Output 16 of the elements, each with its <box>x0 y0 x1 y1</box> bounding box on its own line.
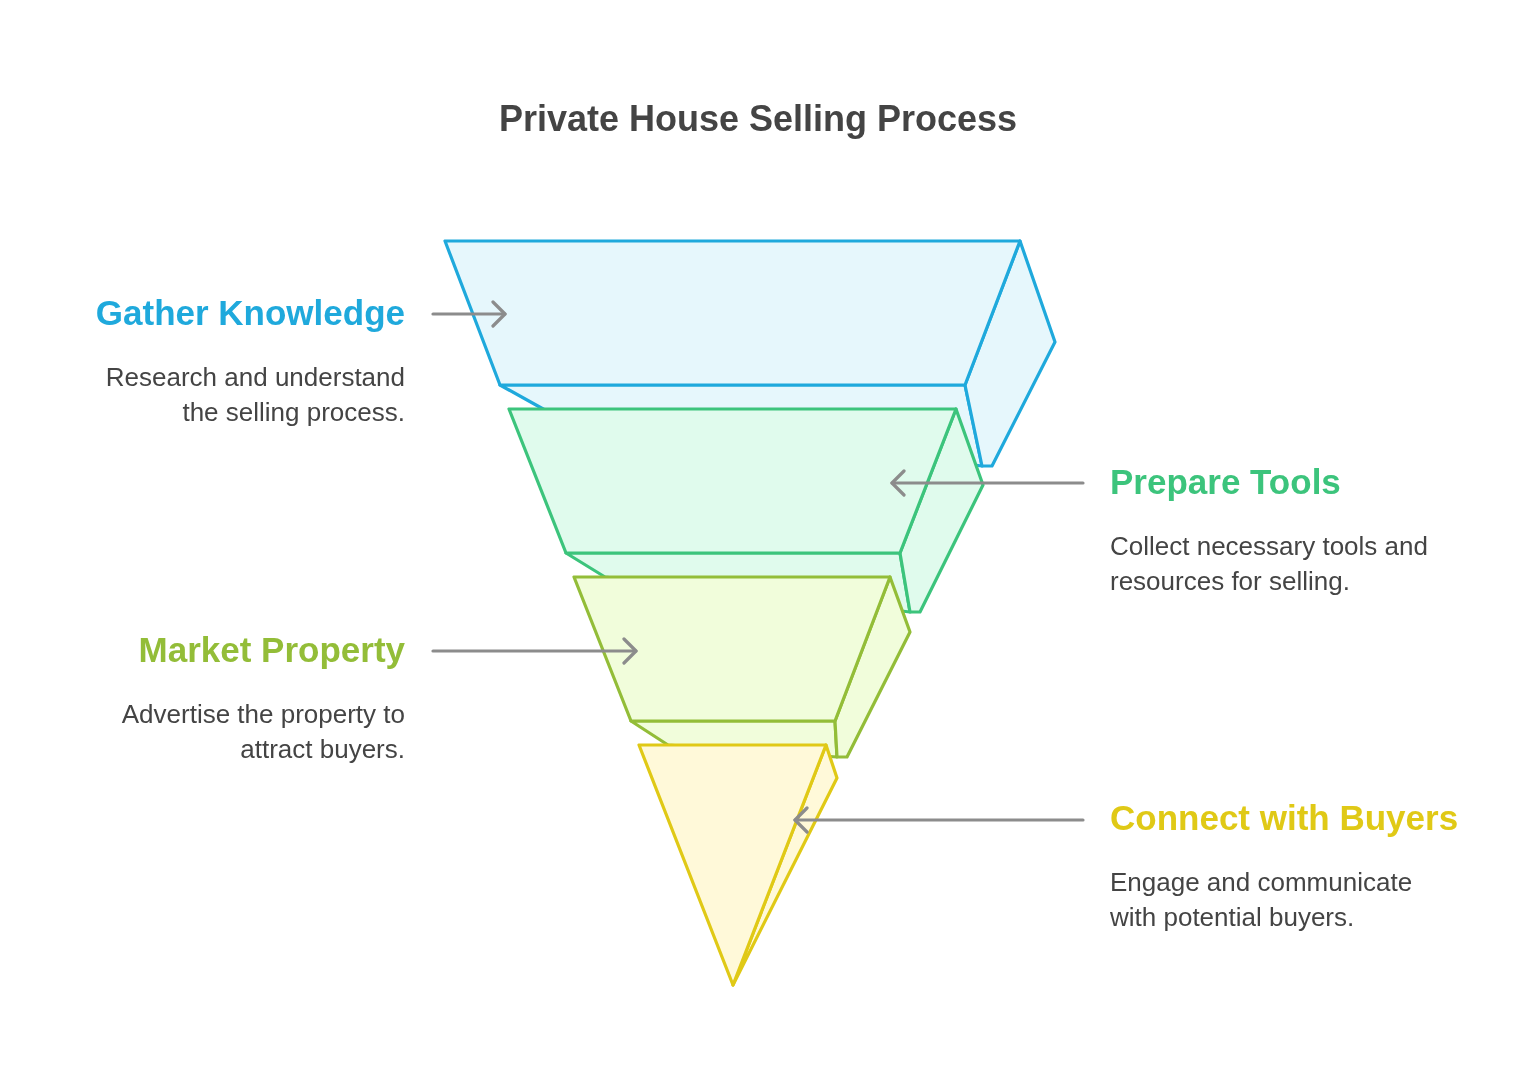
diagram-title: Private House Selling Process <box>498 98 1018 140</box>
step-heading: Connect with Buyers <box>1110 797 1459 839</box>
step-description: Research and understand the selling process. <box>104 361 405 429</box>
funnel-layer <box>506 406 986 615</box>
arrow <box>793 806 1085 834</box>
arrow <box>890 469 1085 497</box>
step-description: Engage and communicate with potential buyers. <box>1110 866 1414 934</box>
step-heading: Market Property <box>137 629 405 671</box>
arrow <box>431 300 507 328</box>
step-description: Advertise the property to attract buyers. <box>120 698 405 766</box>
step-heading: Gather Knowledge <box>94 292 405 334</box>
step-heading: Prepare Tools <box>1110 461 1342 503</box>
funnel-tip <box>636 742 840 988</box>
funnel-layer <box>571 574 913 760</box>
step-description: Collect necessary tools and resources for selling. <box>1110 530 1429 598</box>
arrow <box>431 637 638 665</box>
